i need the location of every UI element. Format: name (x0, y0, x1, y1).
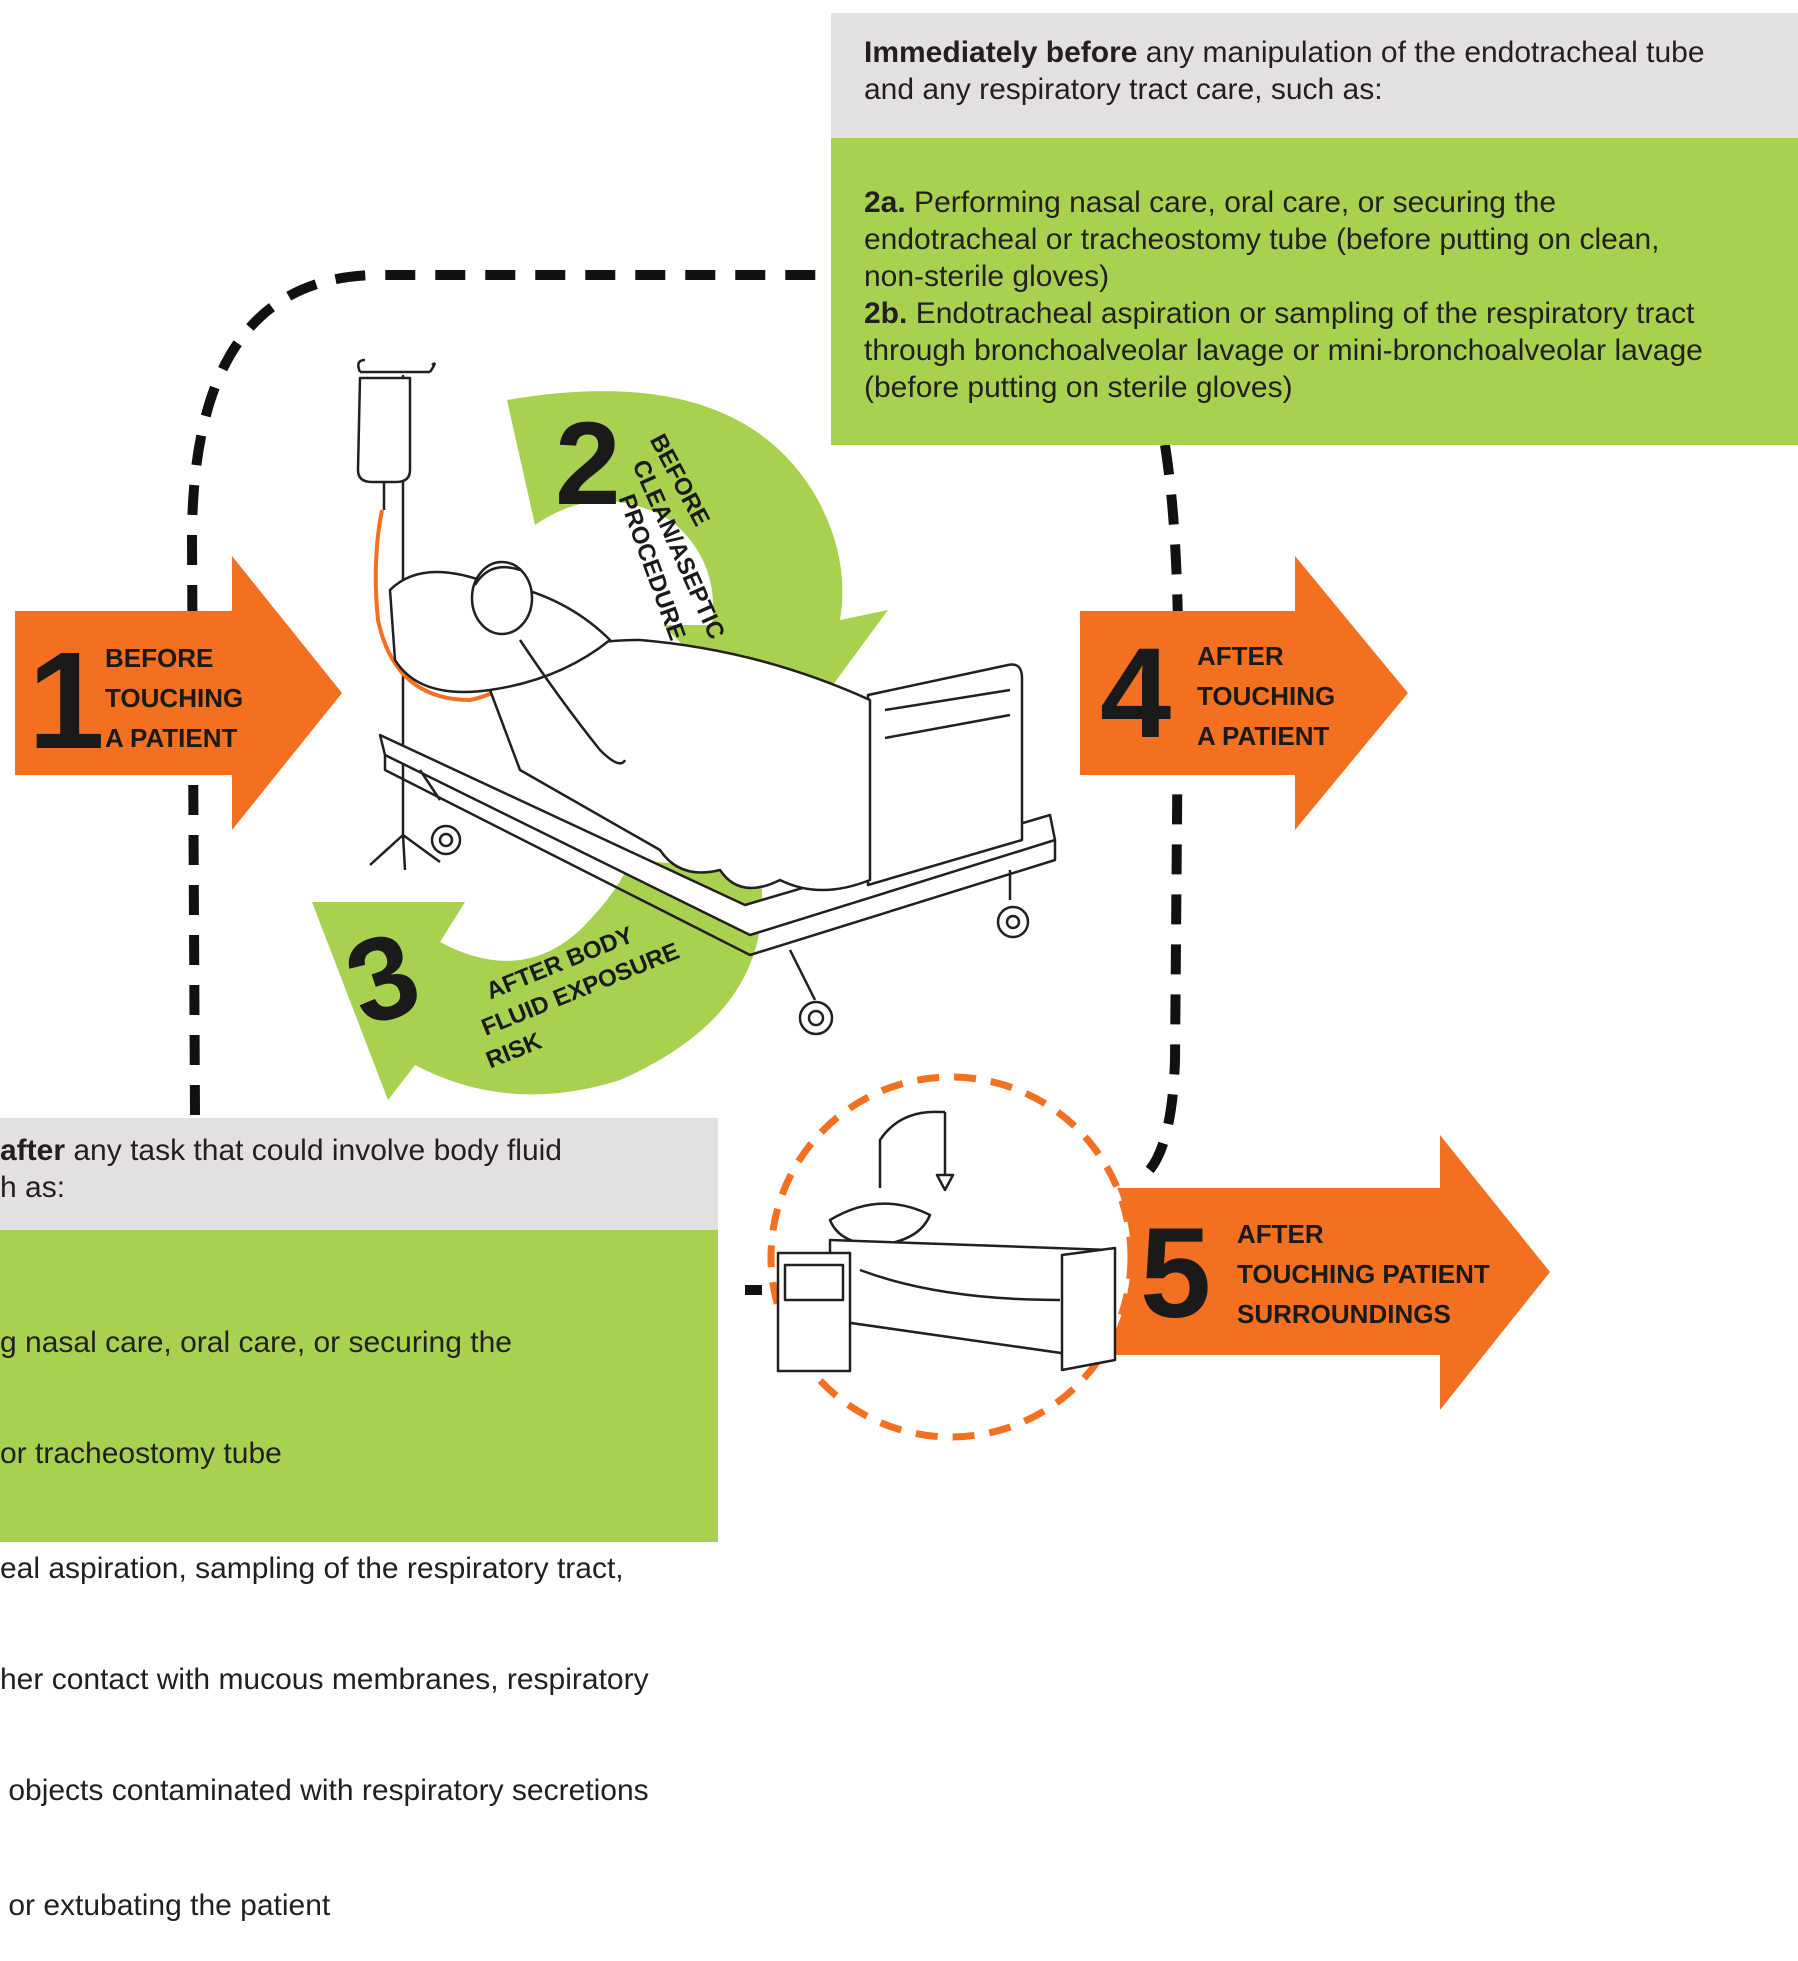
top-panel-item-2b: 2b. Endotracheal aspiration or sampling … (864, 295, 1789, 406)
item-line: through bronchoalveolar lavage or mini-b… (864, 334, 1703, 367)
bottom-panel-items: g nasal care, oral care, or securing the… (0, 1250, 712, 1961)
bottom-panel-line: or extubating the patient (0, 1889, 331, 1922)
top-panel-item-2a: 2a. Performing nasal care, oral care, or… (864, 184, 1789, 295)
moment-label-line: TOUCHING (105, 683, 244, 713)
moment-5-label: AFTER TOUCHING PATIENT SURROUNDINGS (1237, 1214, 1490, 1334)
bottom-panel-header (0, 1118, 718, 1230)
moment-1-label: BEFORE TOUCHING A PATIENT (105, 638, 243, 758)
arrow-3-shape (312, 860, 763, 1100)
moment-4-number: 4 (1100, 622, 1172, 765)
top-panel-items: 2a. Performing nasal care, oral care, or… (864, 184, 1789, 406)
bottom-panel-line: her contact with mucous membranes, respi… (0, 1663, 649, 1696)
moment-2-number: 2 (555, 398, 621, 530)
item-line: endotracheal or tracheostomy tube (befor… (864, 223, 1660, 256)
top-panel-lead-rest: any manipulation of the endotracheal tub… (1137, 36, 1705, 69)
bottom-panel-body (0, 1230, 718, 1542)
bottom-panel-lead-line2: h as: (0, 1171, 66, 1204)
bottom-panel-line: eal aspiration, sampling of the respirat… (0, 1552, 624, 1585)
top-panel-lead-line2: and any respiratory tract care, such as: (864, 73, 1383, 106)
scene-canvas (15, 270, 1550, 1441)
bottom-panel-lead-bold: after (0, 1134, 66, 1167)
item-line: Performing nasal care, oral care, or sec… (905, 186, 1557, 219)
bottom-panel-lead: after any task that could involve body f… (0, 1132, 710, 1206)
moment-label-line: BEFORE (105, 643, 214, 673)
top-panel-body (831, 138, 1798, 445)
top-panel-header (831, 13, 1798, 138)
patient-bed-illustration (356, 358, 1057, 1036)
top-panel-lead-bold: Immediately before (864, 36, 1138, 69)
top-panel-lead: Immediately before any manipulation of t… (864, 34, 1784, 108)
item-line: non-sterile gloves) (864, 260, 1110, 293)
bottom-panel-lead-rest: any task that could involve body fluid (65, 1134, 562, 1167)
moment-1-number: 1 (28, 624, 105, 778)
item-tag: 2a. (864, 186, 906, 219)
moment-label-line: A PATIENT (1197, 721, 1330, 751)
arrow-2-shape (507, 391, 888, 750)
arrow-5-shape (1100, 1135, 1550, 1410)
bottom-panel-line: objects contaminated with respiratory se… (0, 1774, 649, 1807)
moment-label-line: A PATIENT (105, 723, 238, 753)
surroundings-bed-illustration (776, 1110, 1117, 1373)
item-tag: 2b. (864, 297, 908, 330)
moment-label-line: AFTER (1197, 641, 1284, 671)
arrow-4-shape (1080, 556, 1408, 830)
moment-4-label: AFTER TOUCHING A PATIENT (1197, 636, 1335, 756)
moment-label-line: SURROUNDINGS (1237, 1299, 1451, 1329)
moment-label-line: AFTER (1237, 1219, 1324, 1249)
bottom-panel-line: or tracheostomy tube (0, 1437, 282, 1470)
arrow-1-shape (15, 556, 342, 830)
bottom-panel-line: g nasal care, oral care, or securing the (0, 1326, 512, 1359)
item-line: (before putting on sterile gloves) (864, 371, 1293, 404)
moment-label-line: TOUCHING PATIENT (1237, 1259, 1490, 1289)
patient-zone-dashed-border (186, 270, 1184, 1179)
item-line: Endotracheal aspiration or sampling of t… (907, 297, 1695, 330)
moment-label-line: TOUCHING (1197, 681, 1336, 711)
moment-5-number: 5 (1140, 1202, 1212, 1345)
